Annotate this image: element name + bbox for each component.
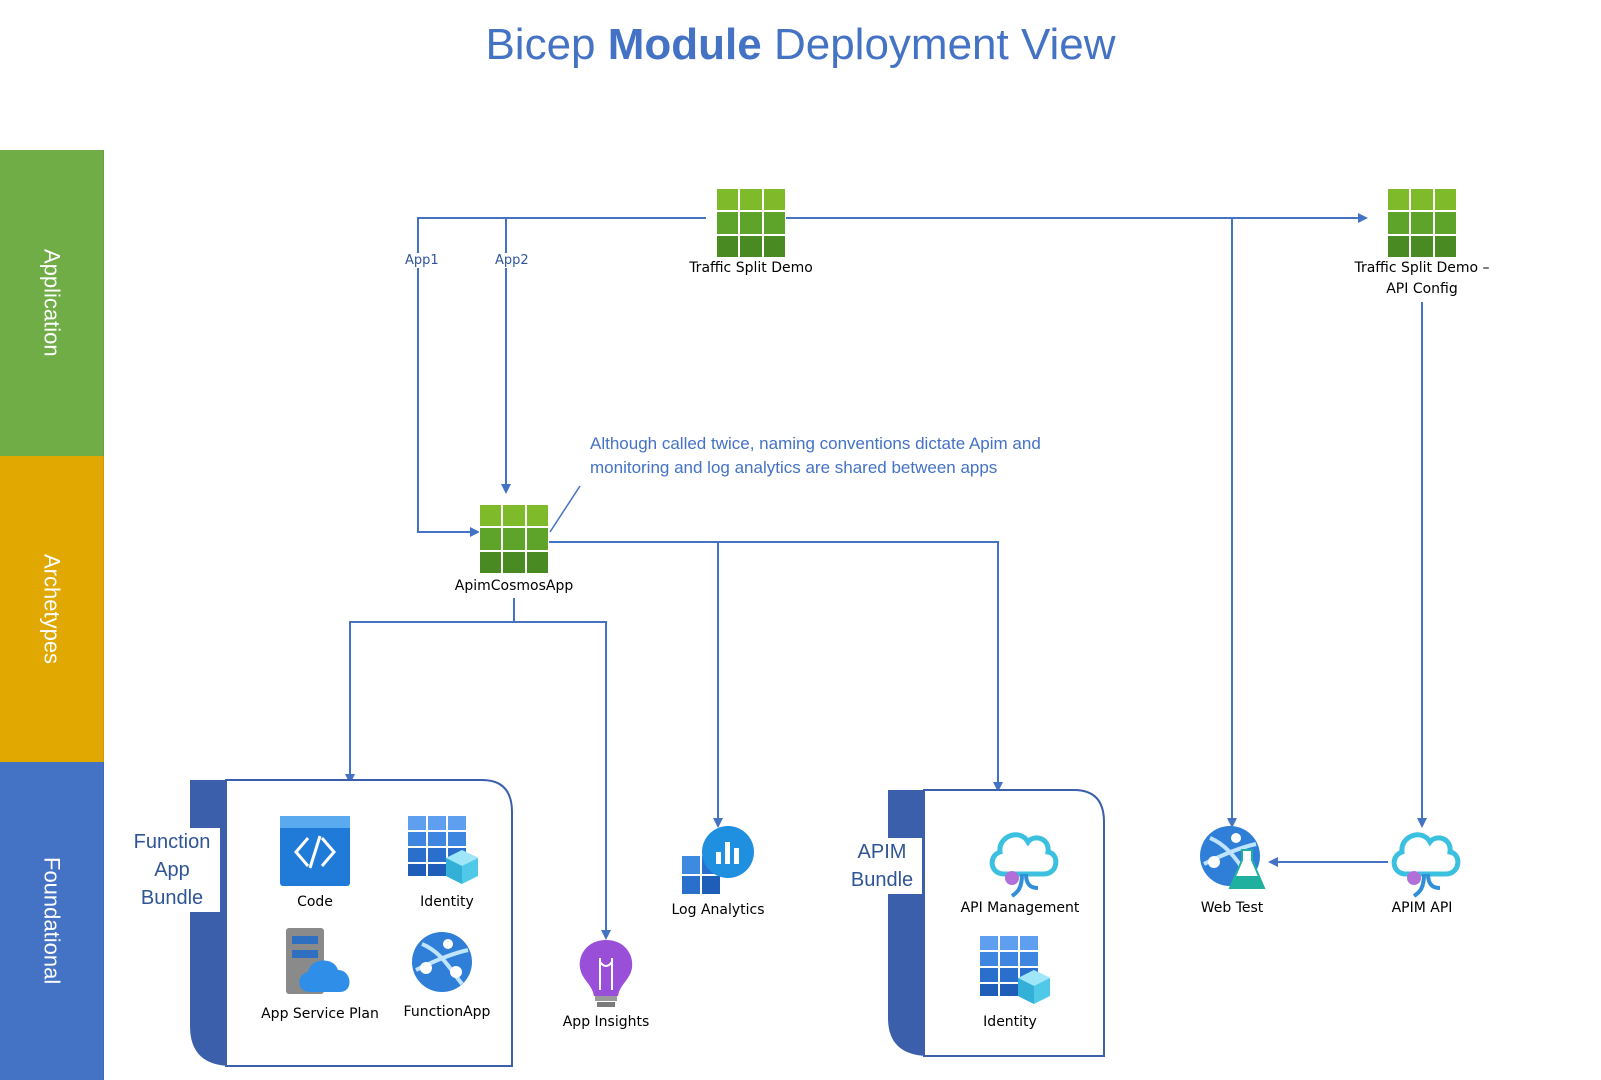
- function-app-bundle-label-3: Bundle: [140, 887, 204, 909]
- lane-foundational-label: Foundational: [39, 857, 65, 985]
- title-part-2: Module: [607, 20, 762, 69]
- lane-foundational: Foundational: [0, 762, 104, 1080]
- label-apim-api: APIM API: [1391, 900, 1453, 916]
- title-part-1: Bicep: [485, 20, 608, 69]
- label-identity-apim: Identity: [983, 1014, 1037, 1030]
- label-traffic-split-api-config-2: API Config: [1386, 281, 1458, 297]
- sharing-note: Although called twice, naming convention…: [590, 432, 1041, 480]
- lane-application: Application: [0, 150, 104, 456]
- app-insights-icon: [579, 940, 633, 1007]
- edge-label-app1: App1: [403, 253, 441, 268]
- apim-bundle-label: APIM Bundle: [842, 838, 922, 894]
- label-traffic-split-api-config-1: Traffic Split Demo –: [1354, 260, 1490, 276]
- label-web-test: Web Test: [1200, 900, 1264, 916]
- app-service-plan-icon: [286, 928, 350, 994]
- code-icon: [280, 816, 350, 886]
- lane-archetypes: Archetypes: [0, 456, 104, 762]
- function-app-bundle-label-1: Function: [133, 831, 211, 853]
- function-app-bundle-label: Function App Bundle: [124, 828, 220, 912]
- function-app-bundle-label-2: App: [154, 859, 190, 881]
- label-code: Code: [297, 894, 333, 910]
- sharing-note-line-1: Although called twice, naming convention…: [590, 434, 1041, 453]
- log-analytics-icon: [682, 826, 754, 894]
- web-test-flask-icon: [1228, 849, 1266, 889]
- label-api-management: API Management: [960, 900, 1080, 916]
- apim-bundle-label-2: Bundle: [850, 869, 914, 891]
- label-traffic-split-demo: Traffic Split Demo: [689, 260, 813, 276]
- edge-to-apim-bundle: [718, 541, 1003, 792]
- label-log-analytics: Log Analytics: [671, 902, 765, 918]
- title-part-3: Deployment View: [761, 20, 1116, 69]
- apim-api-icon: [1394, 835, 1458, 896]
- label-identity-fn: Identity: [420, 894, 474, 910]
- edge-app1: [417, 217, 706, 537]
- traffic-split-api-config-icon: [1387, 188, 1457, 258]
- apim-bundle-shape: [888, 789, 1105, 1057]
- sharing-note-line-2: monitoring and log analytics are shared …: [590, 458, 998, 477]
- lane-archetypes-label: Archetypes: [39, 553, 65, 665]
- apim-bundle-label-1: APIM: [857, 841, 907, 863]
- note-leader: [549, 485, 581, 533]
- edge-label-app2: App2: [493, 253, 531, 268]
- lane-application-label: Application: [39, 249, 65, 357]
- apim-cosmos-app-icon: [479, 504, 549, 574]
- label-function-app: FunctionApp: [403, 1004, 491, 1020]
- label-app-insights: App Insights: [562, 1014, 650, 1030]
- label-app-service-plan: App Service Plan: [261, 1006, 379, 1022]
- diagram-title: Bicep Module Deployment View: [0, 20, 1601, 70]
- edge-to-app-insights: [514, 621, 611, 940]
- label-apim-cosmos-app: ApimCosmosApp: [454, 578, 574, 594]
- function-app-icon: [410, 930, 474, 994]
- connectors: [345, 213, 1427, 940]
- traffic-split-demo-icon: [716, 188, 786, 258]
- edge-to-fn-bundle: [345, 598, 515, 784]
